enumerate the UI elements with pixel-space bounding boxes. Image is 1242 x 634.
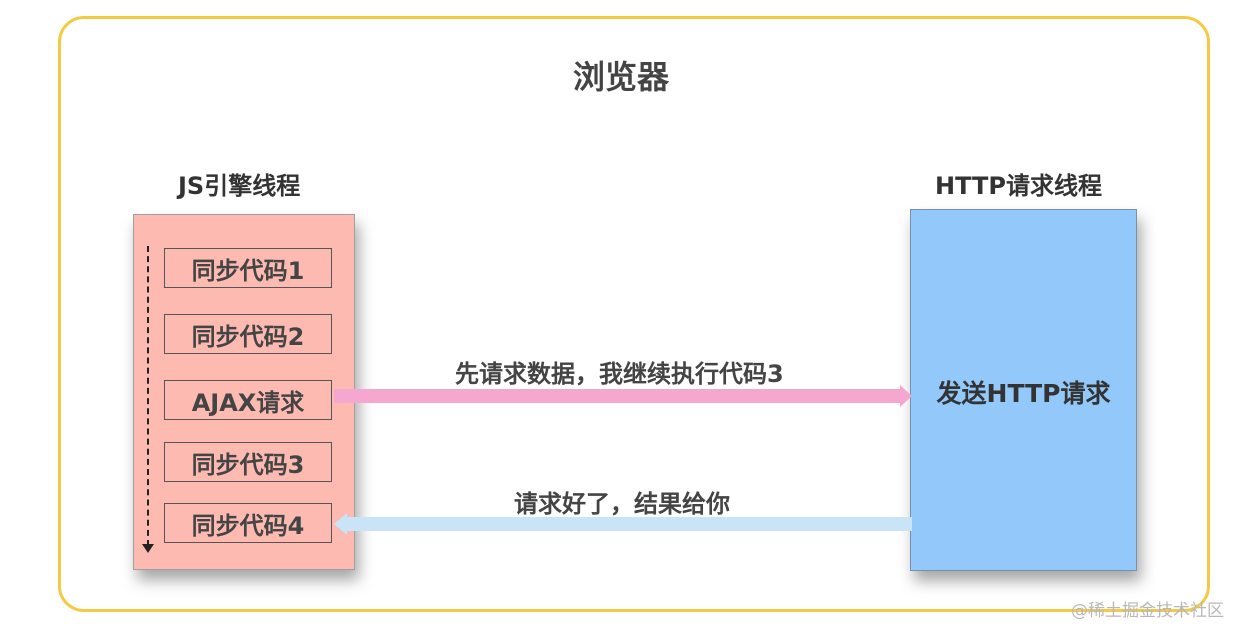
request-arrow-label: 先请求数据，我继续执行代码3 [455, 360, 784, 388]
response-arrow [346, 517, 912, 531]
execution-flow-line [147, 246, 149, 546]
http-send-request-text: 发送HTTP请求 [936, 379, 1111, 408]
request-arrow [334, 389, 902, 403]
js-thread-label: JS引擎线程 [178, 172, 301, 200]
step-sync-code-3: 同步代码3 [164, 442, 332, 482]
browser-title: 浏览器 [572, 58, 669, 96]
watermark: @稀土掘金技术社区 [1071, 601, 1224, 621]
response-arrow-label: 请求好了，结果给你 [514, 490, 730, 518]
js-thread-panel [133, 214, 355, 570]
http-thread-label: HTTP请求线程 [935, 172, 1102, 200]
step-ajax-request: AJAX请求 [164, 380, 332, 420]
request-arrowhead-icon [900, 385, 912, 407]
http-thread-panel [910, 209, 1137, 571]
execution-flow-arrowhead-icon [142, 544, 154, 553]
response-arrowhead-icon [334, 513, 347, 535]
step-sync-code-2: 同步代码2 [164, 314, 332, 354]
step-sync-code-4: 同步代码4 [164, 503, 332, 543]
step-sync-code-1: 同步代码1 [164, 248, 332, 288]
